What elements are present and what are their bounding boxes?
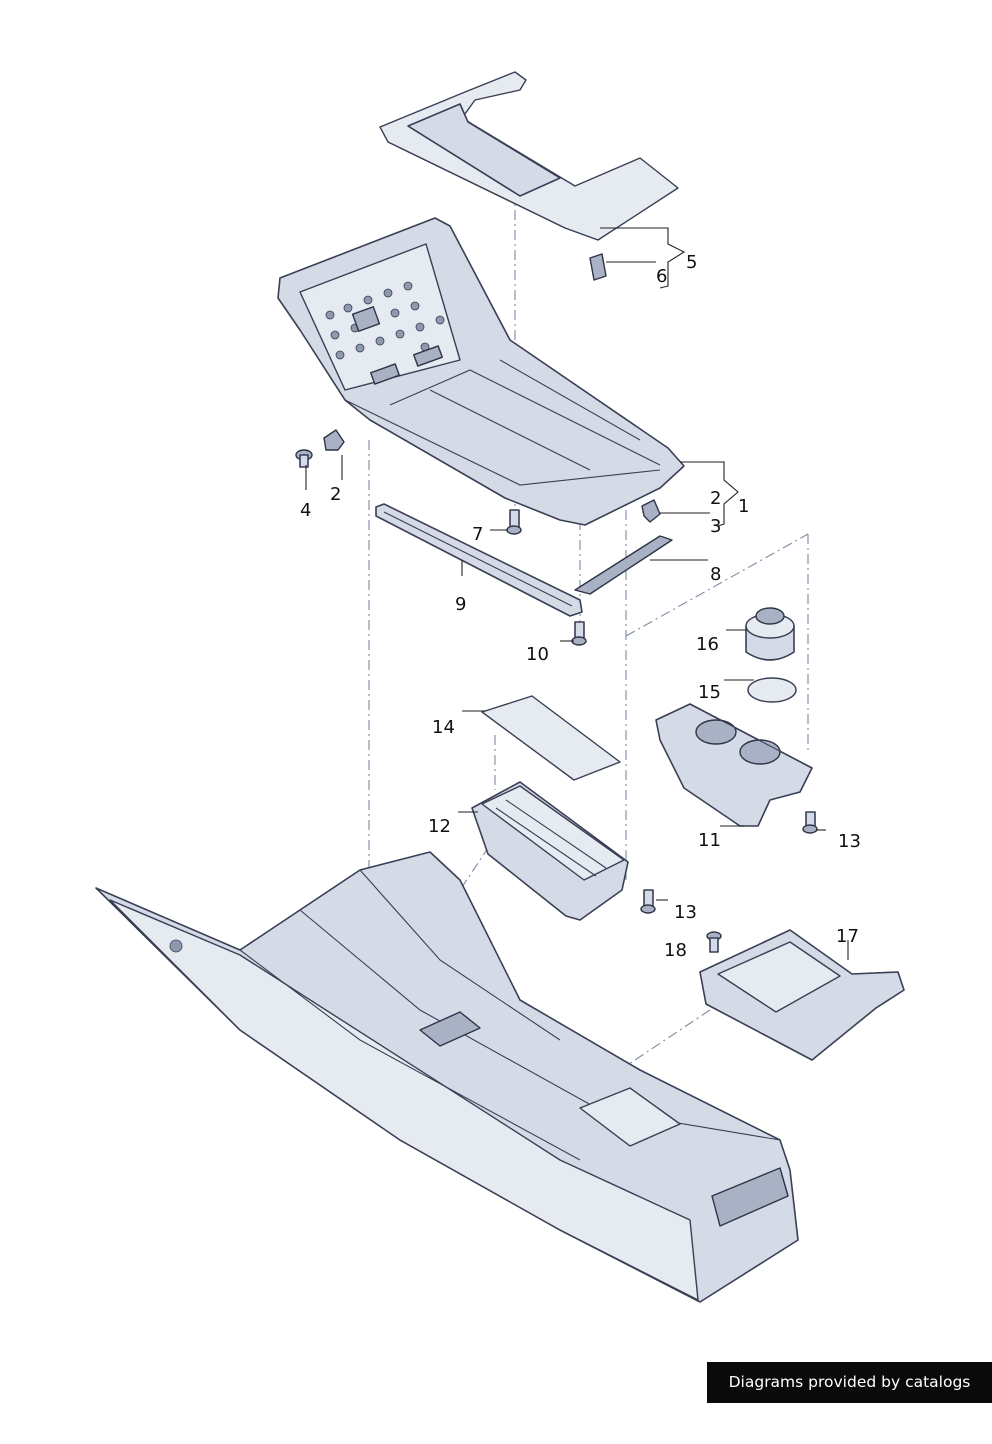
callout-13-right: 13 <box>838 831 861 852</box>
callout-4: 4 <box>300 500 311 521</box>
screw-part-13a <box>802 811 818 834</box>
screw-part-18 <box>706 931 722 953</box>
callout-2-right: 2 <box>710 488 721 509</box>
screw-part-13b <box>640 889 656 914</box>
callout-8: 8 <box>710 564 721 585</box>
callout-12: 12 <box>428 816 451 837</box>
callout-17: 17 <box>836 926 859 947</box>
callout-3: 3 <box>710 516 721 537</box>
callout-11: 11 <box>698 830 721 851</box>
callout-13-lower: 13 <box>674 902 697 923</box>
callout-1: 1 <box>738 496 749 517</box>
rail-part-9 <box>375 503 583 617</box>
cup-insert-part-16 <box>745 607 795 661</box>
callout-9: 9 <box>455 594 466 615</box>
leader-lines <box>305 227 849 960</box>
callout-7: 7 <box>472 524 483 545</box>
callout-18: 18 <box>664 940 687 961</box>
trim-panel-part-5 <box>379 71 679 241</box>
credit-banner: Diagrams provided by catalogs parts <box>707 1362 992 1432</box>
callout-6: 6 <box>656 266 667 287</box>
center-console-base <box>95 851 799 1303</box>
screw-part-7 <box>506 509 522 535</box>
callout-10: 10 <box>526 644 549 665</box>
console-frame-part-1 <box>277 217 685 526</box>
callout-15: 15 <box>698 682 721 703</box>
screw-part-10 <box>571 621 587 646</box>
tray-part-17 <box>699 929 905 1061</box>
frame-holes <box>325 281 445 360</box>
exploded-parts-diagram: 1 2 2 3 4 5 6 7 8 9 10 11 12 13 13 14 15… <box>95 71 905 1303</box>
clip-right-part-2 <box>641 499 661 523</box>
ring-mat-part-15 <box>747 677 797 703</box>
clip-part-6 <box>589 253 607 281</box>
fasteners-left <box>295 429 345 468</box>
callout-14: 14 <box>432 717 455 738</box>
callout-5: 5 <box>686 252 697 273</box>
cup-holder-part-11 <box>655 703 813 827</box>
pad-part-14 <box>481 695 621 781</box>
trim-strip-part-8 <box>574 535 673 595</box>
storage-module-part-12 <box>471 781 629 921</box>
callout-2-left: 2 <box>330 484 341 505</box>
callout-16: 16 <box>696 634 719 655</box>
callout-labels: 1 2 2 3 4 5 6 7 8 9 10 11 12 13 13 14 15… <box>300 252 861 961</box>
